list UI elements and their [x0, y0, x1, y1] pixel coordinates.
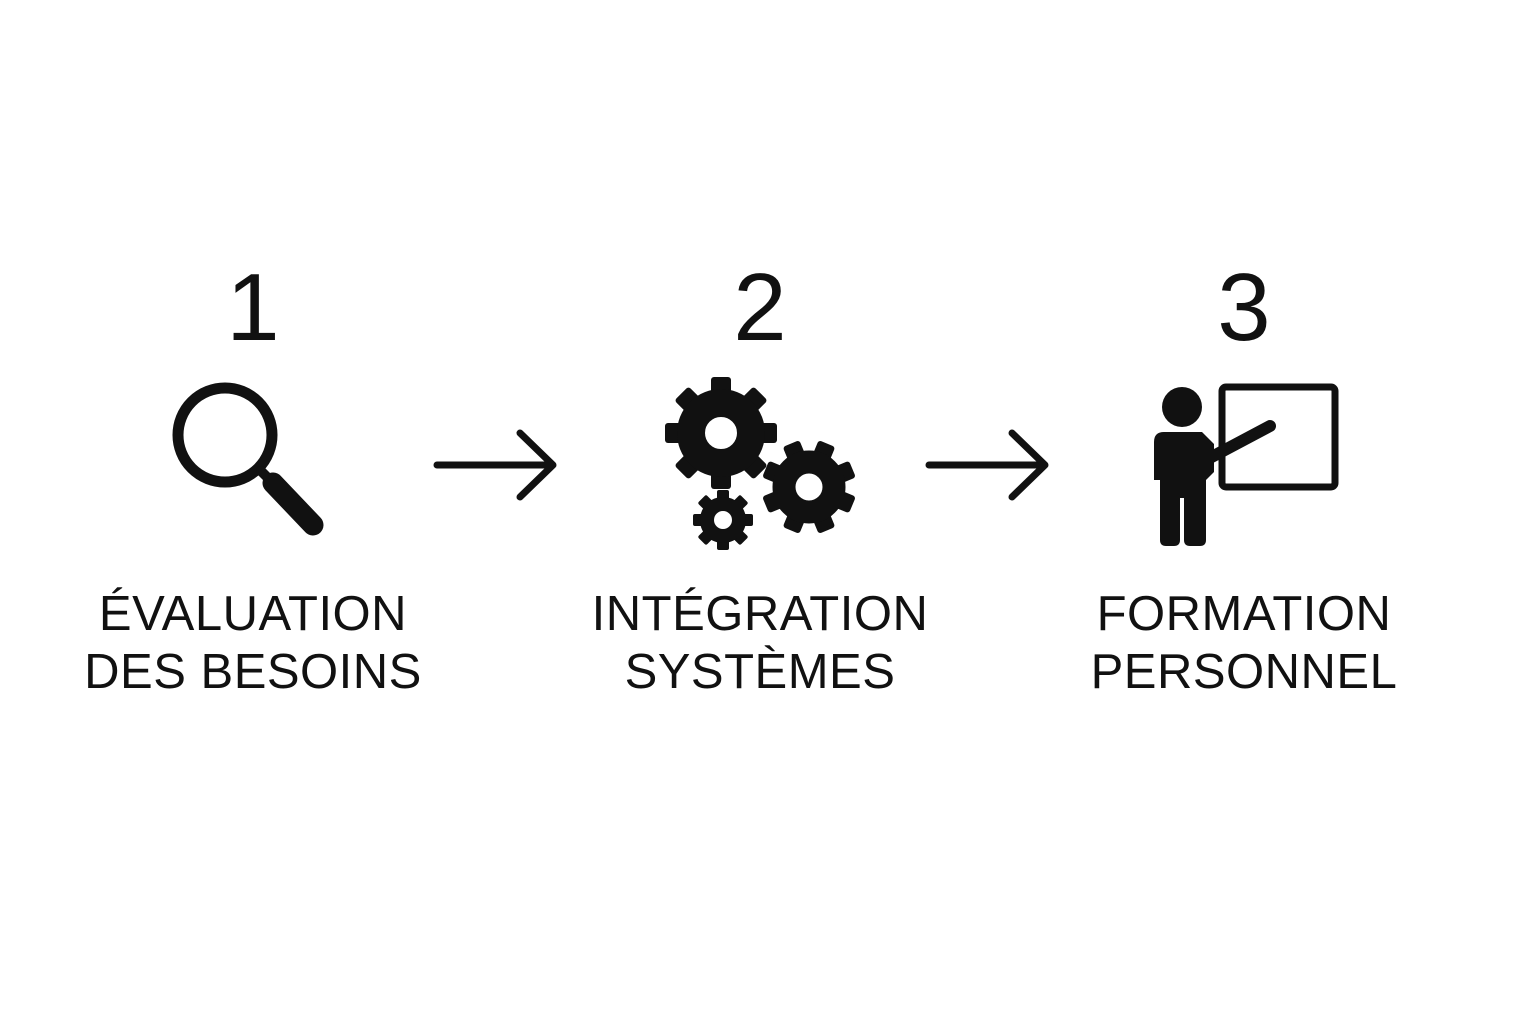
teacher-at-board-icon [1144, 380, 1344, 555]
arrow-right-icon [924, 425, 1054, 505]
step-label-line-2: PERSONNEL [1090, 645, 1398, 699]
step-label: FORMATION PERSONNEL [1034, 585, 1454, 701]
gears-icon [665, 375, 855, 560]
arrow-right-icon [432, 425, 562, 505]
magnifying-glass-icon [163, 375, 343, 560]
step-label-line-2: SYSTÈMES [624, 645, 896, 699]
step-2: 2 [550, 250, 970, 710]
step-3: 3 FORMATION PERSONNEL [1034, 250, 1454, 710]
step-label-line-1: FORMATION [1096, 587, 1392, 641]
step-label-line-1: INTÉGRATION [591, 587, 929, 641]
step-number: 1 [226, 254, 280, 361]
step-1: 1 ÉVALUATION DES BESOINS [43, 250, 463, 710]
step-number: 2 [733, 254, 787, 361]
step-label: INTÉGRATION SYSTÈMES [550, 585, 970, 701]
step-label-line-2: DES BESOINS [84, 645, 422, 699]
step-label: ÉVALUATION DES BESOINS [43, 585, 463, 701]
step-number: 3 [1217, 254, 1271, 361]
step-label-line-1: ÉVALUATION [98, 587, 408, 641]
